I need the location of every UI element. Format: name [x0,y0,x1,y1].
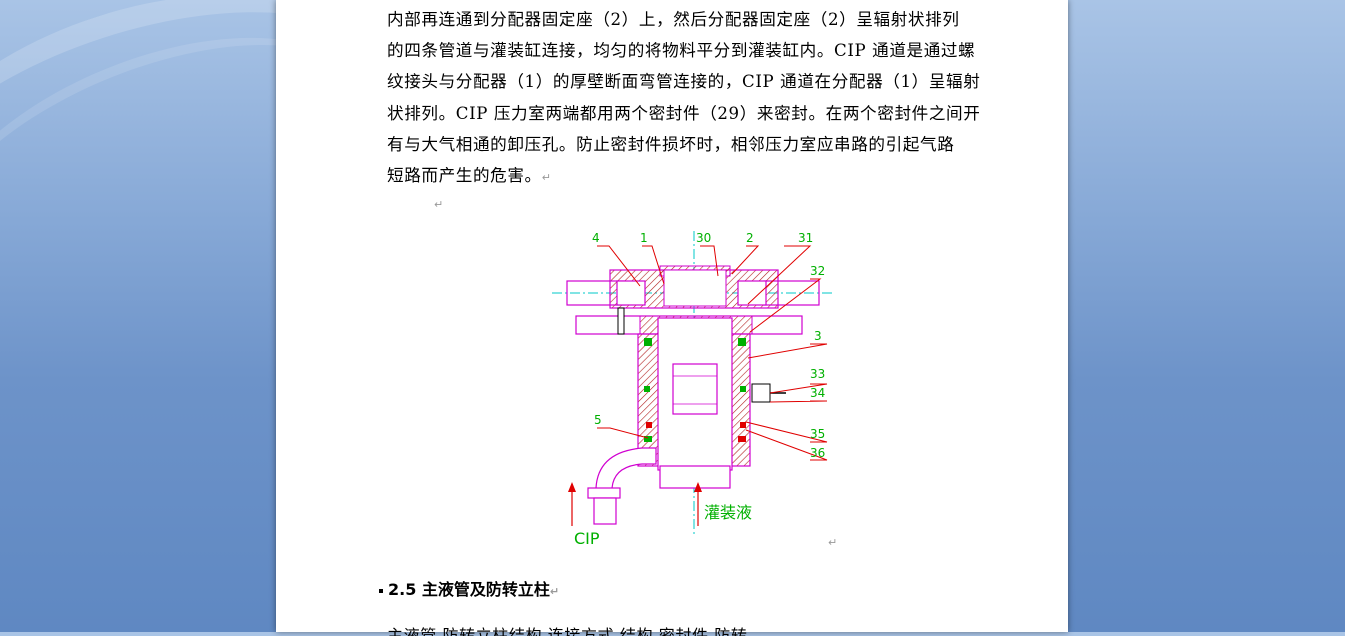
seal [644,338,652,346]
filling-liquid-label: 灌装液 [704,503,752,522]
cip-elbow [595,447,657,495]
part-label-32: 32 [810,264,825,278]
inner-chamber [672,363,718,415]
part-label-3: 3 [814,329,822,343]
liquid-arrowhead [694,482,702,492]
paragraph-line: 纹接头与分配器（1）的厚壁断面弯管连接的，CIP 通道在分配器（1）呈辐射 [387,72,981,92]
empty-paragraph-mark: ↵ [434,198,444,211]
figure-paragraph-mark: ↵ [828,536,838,549]
part-label-33: 33 [810,367,825,381]
cip-inlet-pipe [593,497,617,525]
part-label-5: 5 [594,413,602,427]
side-knob [751,383,771,403]
part-label-2: 2 [746,231,754,245]
left-port [616,280,646,306]
seal [738,436,746,442]
cip-inlet-label: CIP [574,529,600,548]
section-heading: 2.5 主液管及防转立柱↵ [379,576,559,600]
part-label-35: 35 [810,427,825,441]
seal [644,436,652,442]
heading-bullet-icon [379,588,383,593]
part-label-4: 4 [592,231,600,245]
leader-lines [597,245,828,461]
seal [646,422,652,428]
part-label-30: 30 [696,231,711,245]
part-label-1: 1 [640,231,648,245]
bolt [617,307,625,335]
seal [644,386,650,392]
seal [740,422,746,428]
right-port [737,280,767,306]
partial-next-line: 主液管 防转立柱结构 连接方式 结构 密封件 防转 [387,626,748,636]
body-paragraph: 内部再连通到分配器固定座（2）上，然后分配器固定座（2）呈辐射状排列 的四条管道… [387,4,992,193]
paragraph-mark: ↵ [541,171,552,185]
paragraph-line-text: 短路而产生的危害。 [387,166,542,186]
part-label-36: 36 [810,446,825,460]
part-label-31: 31 [798,231,813,245]
paragraph-line: 内部再连通到分配器固定座（2）上，然后分配器固定座（2）呈辐射状排列 [387,10,960,29]
paragraph-line: 的四条管道与灌装缸连接，均匀的将物料平分到灌装缸内。CIP 通道是通过螺 [387,41,976,61]
heading-paragraph-mark: ↵ [549,585,560,598]
document-page[interactable]: 内部再连通到分配器固定座（2）上，然后分配器固定座（2）呈辐射状排列 的四条管道… [276,0,1068,636]
distributor-cad-drawing: 4 1 30 2 31 32 3 33 34 35 36 5 CIP 灌装液 [552,231,832,548]
lower-pipe [659,465,731,489]
paragraph-line: 有与大气相通的卸压孔。防止密封件损坏时，相邻压力室应串路的引起气路 [387,134,955,154]
seal [740,386,746,392]
central-bore-top [663,269,727,307]
section-heading-text: 2.5 主液管及防转立柱 [388,580,550,599]
elbow-flange [587,487,621,499]
part-label-34: 34 [810,386,825,400]
cip-arrowhead [568,482,576,492]
paragraph-line: 状排列。CIP 压力室两端都用两个密封件（29）来密封。在两个密封件之间开 [387,103,981,123]
seal [738,338,746,346]
paragraph-line-last: 短路而产生的危害。↵ [387,160,992,193]
